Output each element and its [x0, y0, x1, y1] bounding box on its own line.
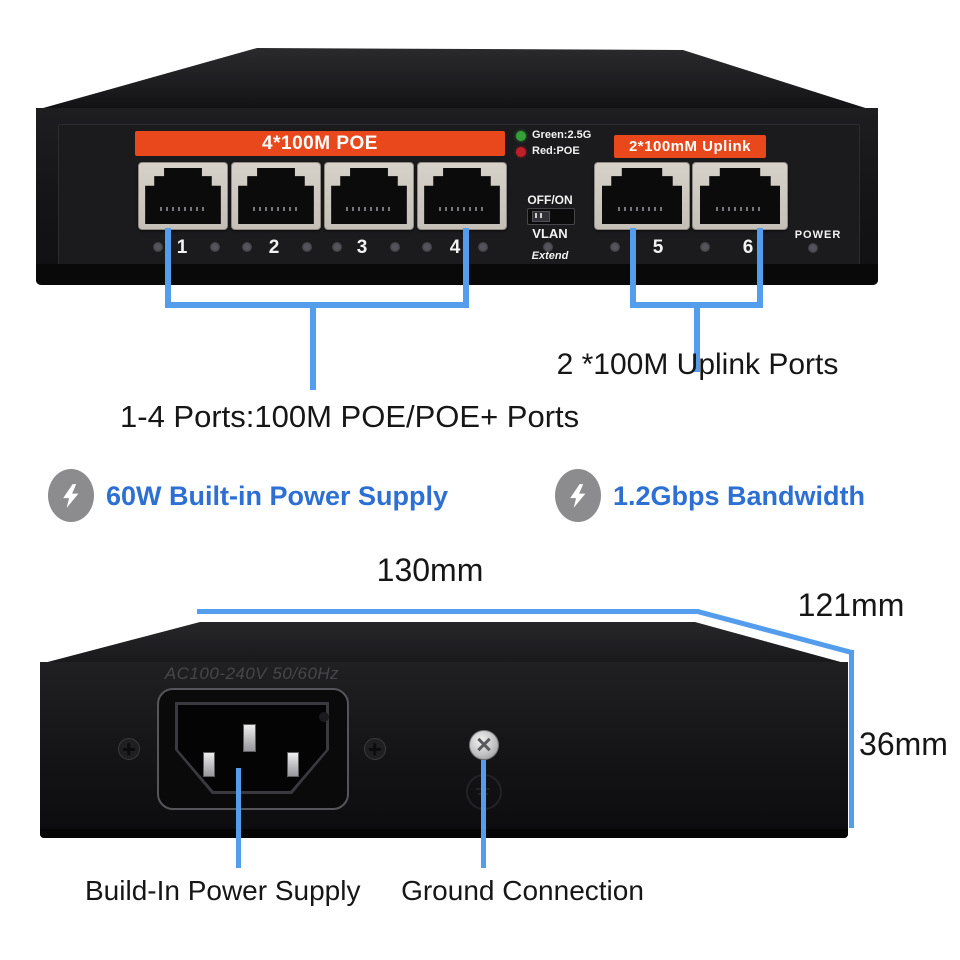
callout-line-ground — [481, 760, 486, 868]
extend-label: Extend — [531, 250, 569, 262]
rj45-port-3 — [324, 162, 414, 230]
port-number-2: 2 — [268, 237, 280, 258]
port-number-6: 6 — [742, 237, 754, 258]
port-led-icon — [700, 242, 710, 252]
port-led-icon — [242, 242, 252, 252]
rj45-opening — [331, 167, 407, 225]
dimension-line-width — [197, 609, 699, 614]
power-supply-caption: Build-In Power Supply — [85, 875, 361, 906]
port-led-icon — [610, 242, 620, 252]
green-led-label: Green:2.5G — [532, 129, 592, 141]
callout-line — [757, 228, 763, 308]
rj45-port-4 — [417, 162, 507, 230]
rj45-opening — [601, 167, 683, 225]
depth-dimension-label: 121mm — [797, 587, 905, 623]
callout-line — [165, 228, 171, 308]
power-led-icon — [808, 243, 818, 253]
uplink-group-label: 2*100mM Uplink — [614, 135, 766, 158]
rj45-pins — [160, 206, 206, 211]
green-led-icon — [516, 131, 526, 141]
callout-stem — [310, 308, 316, 390]
port-number-1: 1 — [176, 237, 188, 258]
height-dimension-label: 36mm — [859, 726, 948, 762]
port-led-icon — [210, 242, 220, 252]
rj45-pins — [439, 206, 485, 211]
inlet-pin-neutral — [287, 752, 299, 777]
callout-line — [630, 228, 636, 308]
dimension-line-height — [849, 650, 854, 828]
vlan-led-icon — [543, 242, 553, 252]
width-dimension-label: 130mm — [376, 552, 484, 588]
rj45-pins — [253, 206, 299, 211]
poe-group-label: 4*100M POE — [135, 131, 505, 156]
callout-bracket — [630, 302, 763, 308]
uplink-ports-caption: 2 *100M Uplink Ports — [556, 348, 839, 381]
port-number-3: 3 — [356, 237, 368, 258]
rj45-pins — [617, 206, 667, 211]
ac-rating-label: AC100-240V 50/60Hz — [164, 664, 340, 683]
rear-view-top-face — [40, 622, 848, 664]
port-number-5: 5 — [652, 237, 664, 258]
rj45-opening — [699, 167, 781, 225]
callout-line-power — [236, 768, 241, 868]
lightning-icon — [555, 469, 601, 522]
lightning-icon — [48, 469, 94, 522]
port-led-icon — [332, 242, 342, 252]
ac-power-inlet — [157, 688, 349, 810]
port-led-icon — [302, 242, 312, 252]
inlet-pin-line — [203, 752, 215, 777]
ground-caption: Ground Connection — [401, 875, 644, 906]
rj45-pins — [346, 206, 392, 211]
vlan-slide-switch[interactable] — [527, 208, 575, 225]
vlan-switch-label: VLAN — [532, 226, 568, 241]
power-supply-feature: 60W Built-in Power Supply — [106, 481, 449, 511]
rj45-opening — [424, 167, 500, 225]
port-number-4: 4 — [449, 237, 461, 258]
rj45-pins — [715, 206, 765, 211]
screw-icon — [364, 738, 386, 760]
screw-icon — [118, 738, 140, 760]
port-led-icon — [478, 242, 488, 252]
rj45-port-5 — [594, 162, 690, 230]
rj45-port-6 — [692, 162, 788, 230]
poe-ports-caption: 1-4 Ports:100M POE/POE+ Ports — [120, 399, 580, 434]
port-led-icon — [422, 242, 432, 252]
rj45-opening — [238, 167, 314, 225]
inlet-detail — [319, 712, 329, 722]
red-led-icon — [516, 147, 526, 157]
bandwidth-feature: 1.2Gbps Bandwidth — [613, 481, 866, 511]
front-bottom-edge — [36, 264, 878, 285]
rear-bottom-edge — [40, 829, 848, 838]
rj45-opening — [145, 167, 221, 225]
rj45-port-2 — [231, 162, 321, 230]
power-label: POWER — [794, 229, 842, 241]
port-led-icon — [390, 242, 400, 252]
port-led-icon — [153, 242, 163, 252]
inlet-pin-earth — [243, 724, 256, 752]
vlan-switch-top-label: OFF/ON — [527, 193, 573, 207]
front-view-top-face — [36, 48, 878, 112]
slide-tick — [535, 213, 537, 218]
callout-bracket — [165, 302, 469, 308]
rj45-port-1 — [138, 162, 228, 230]
callout-line — [463, 228, 469, 308]
red-led-label: Red:POE — [532, 145, 580, 157]
callout-stem — [694, 308, 700, 372]
ground-screw-icon — [469, 730, 499, 760]
slide-tick — [540, 213, 542, 218]
